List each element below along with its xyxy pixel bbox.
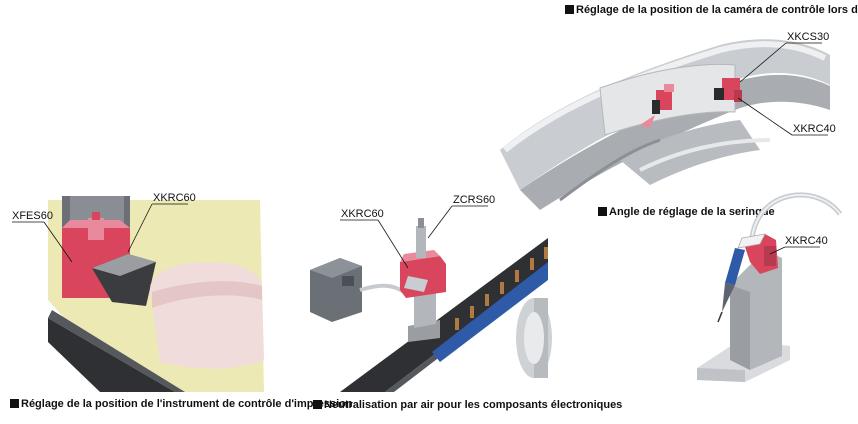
leader-xkrc40-syringe — [769, 246, 786, 255]
leader-xkrc40-camera — [737, 97, 793, 136]
air-ionizer-box — [310, 258, 362, 322]
caption-square-camera — [565, 5, 574, 14]
caption-square-syringe — [598, 207, 607, 216]
air-blue-rail — [432, 262, 548, 362]
label-xkrc40-syringe: XKRC40 — [785, 235, 828, 247]
air-roller-drum — [516, 298, 552, 378]
label-zcrs60: ZCRS60 — [453, 194, 495, 206]
air-bracket-xkrc60-zcrs60 — [400, 218, 446, 298]
painting-robot-arm — [500, 39, 830, 210]
caption-syringe: Angle de réglage de la seringue — [609, 206, 775, 218]
panel-camera-painting: Réglage de la position de la caméra de c… — [500, 4, 858, 210]
caption-print: Réglage de la position de l'instrument d… — [21, 398, 353, 410]
leader-xkcs30 — [739, 42, 787, 83]
syringe-stand — [697, 250, 790, 382]
label-xfes60: XFES60 — [12, 210, 53, 222]
caption-square-print — [10, 399, 19, 408]
camera-red-beam — [640, 115, 655, 128]
syringe-body — [717, 248, 745, 323]
panel-syringe-angle: Angle de réglage de la seringue XKRC40 — [598, 192, 843, 382]
panel-print-inspection: XFES60 XKRC60 Réglage de la position de … — [10, 192, 353, 410]
label-xkrc60-print: XKRC60 — [153, 192, 196, 204]
print-inspection-unit-cover — [150, 262, 264, 369]
label-xkrc40-camera: XKRC40 — [793, 123, 836, 135]
label-xkcs30: XKCS30 — [787, 31, 829, 43]
air-conveyor-belt — [340, 238, 548, 392]
syringe-clamp-xkrc40 — [737, 233, 778, 274]
camera-bracket-left — [652, 84, 674, 114]
air-hose — [359, 283, 406, 294]
caption-air: Neutralisation par air pour les composan… — [324, 399, 622, 411]
air-components-row — [455, 247, 548, 330]
panel-air-neutralisation: XKRC60 ZCRS60 Neutralisation par air pou… — [310, 194, 622, 411]
caption-camera: Réglage de la position de la caméra de c… — [576, 4, 858, 16]
label-xkrc60-air: XKRC60 — [341, 208, 384, 220]
caption-square-air — [313, 400, 322, 409]
camera-bracket-right — [714, 78, 742, 102]
